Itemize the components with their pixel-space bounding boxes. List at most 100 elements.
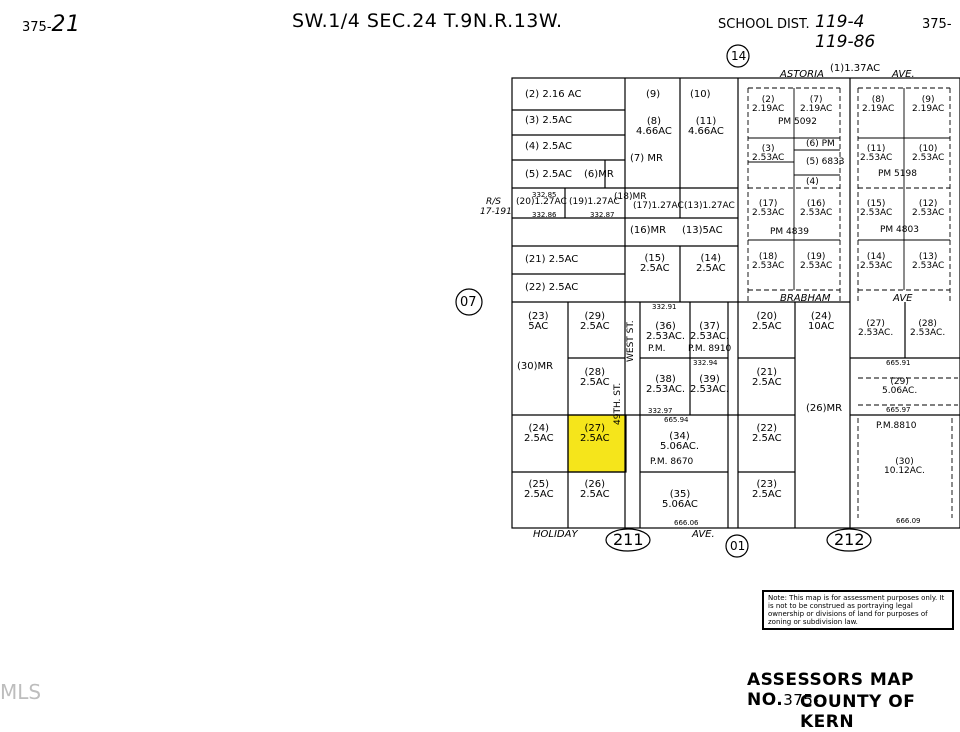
parcel-f12: (12)2.53AC [912,199,945,218]
ref-07: 07 [460,295,477,310]
mls-watermark: MLS [0,680,42,704]
parcel-18: (18)MR [614,192,647,202]
parcel-r2: (2)2.19AC [752,95,785,114]
dim-3: 332.87 [590,211,615,219]
street-west: WEST ST. [626,320,636,362]
parcel-24: (24)2.5AC [524,423,554,444]
street-holiday-ave: AVE. [692,529,715,540]
pm-8910: P.M. 8910 [688,344,732,354]
school-dist-label: SCHOOL DIST. [718,17,810,32]
parcel-f30: (30)10.12AC. [884,457,925,476]
parcel-m14: (14)2.5AC [696,253,726,274]
parcel-4: (4) 2.5AC [525,141,572,152]
parcel-r4: (4) [806,177,819,187]
street-49th: 49TH. ST. [613,382,623,425]
pm-4803: PM 4803 [880,225,919,235]
parcel-r5: (5) 6833 [806,157,845,167]
parcel-30: (30)MR [517,361,554,372]
parcel-f14: (14)2.53AC [860,252,893,271]
rs-ref: 17-191 [480,207,512,217]
pm-8670: P.M. 8670 [650,457,694,467]
ref-circle-07 [455,288,483,316]
parcel-r7: (7)2.19AC [800,95,833,114]
parcel-f8: (8)2.19AC [862,95,895,114]
parcel-f11: (11)2.53AC [860,144,893,163]
parcel-f15: (15)2.53AC [860,199,893,218]
parcel-6: (6)MR [584,169,614,180]
parcel-r18: (18)2.53AC [752,252,785,271]
parcel-r19: (19)2.53AC [800,252,833,271]
page-prefix: 375- [22,20,52,35]
school-dist-1: 119-4 [815,12,865,32]
dim-6: 332.97 [648,407,673,415]
dim-2: 332.86 [532,211,557,219]
street-holiday: HOLIDAY [533,529,578,540]
dim-9: 665.91 [886,359,911,367]
dim-11: 666.09 [896,517,921,525]
pm-8910-a: P.M. [648,344,666,354]
parcel-r16: (16)2.53AC [800,199,833,218]
ref-212: 212 [834,530,865,549]
parcel-39: (39)2.53AC. [690,374,730,395]
page-number-right: 375- [922,17,952,32]
section-boundary [511,77,960,529]
parcel-r23: (23)2.5AC [752,479,782,500]
parcel-m17: (17)1.27AC [633,201,684,211]
pm-4839: PM 4839 [770,227,809,237]
ref-01: 01 [730,539,746,553]
parcel-m10: (10) [690,89,711,100]
ref-circle-14 [726,44,750,68]
ref-circle-01 [725,534,749,558]
parcel-m15: (15)2.5AC [640,253,670,274]
pm-8810: P.M.8810 [876,421,917,431]
ref-14: 14 [731,49,747,63]
parcel-25: (25)2.5AC [524,479,554,500]
parcel-20: (20)1.27AC [516,197,567,207]
parcel-f28: (28)2.53AC. [910,319,946,338]
street-astoria: ASTORIA [780,69,824,80]
parcel-m13b: (13)5AC [682,225,723,236]
pm-5092: PM 5092 [778,117,817,127]
parcel-29: (29)2.5AC [580,311,610,332]
dim-1: 332.85 [532,191,557,199]
parcel-27-highlighted[interactable]: (27)2.5AC [580,423,610,444]
parcel-r22: (22)2.5AC [752,423,782,444]
parcel-f29: (29)5.06AC. [882,377,918,396]
parcel-35: (35)5.06AC [662,489,698,510]
parcel-34: (34)5.06AC. [660,431,700,452]
parcel-26: (26)2.5AC [580,479,610,500]
dim-4: 332.91 [652,303,677,311]
parcel-28: (28)2.5AC [580,367,610,388]
ref-211: 211 [613,530,644,549]
parcel-m8: (8)4.66AC [636,116,672,137]
parcel-r26: (26)MR [806,403,843,414]
ref-circle-212 [826,528,872,552]
parcel-r21: (21)2.5AC [752,367,782,388]
parcel-r20: (20)2.5AC [752,311,782,332]
parcel-19: (19)1.27AC [569,197,620,207]
parcel-5: (5) 2.5AC [525,169,572,180]
county-label: COUNTY OF KERN [800,692,916,732]
parcel-r3: (3)2.53AC [752,144,785,163]
street-brabham-ave: AVE [893,293,913,304]
parcel-r6: (6) PM [806,139,835,149]
parcel-f10: (10)2.53AC [912,144,945,163]
parcel-37: (37)2.53AC. [690,321,730,342]
parcel-f9: (9)2.19AC [912,95,945,114]
parcel-m13a: (13)1.27AC [684,201,735,211]
parcel-21: (21) 2.5AC [525,254,579,265]
parcel-m11: (11)4.66AC [688,116,724,137]
rs-label: R/S [486,197,501,207]
parcel-r1: (1)1.37AC [830,63,881,74]
school-dist-2: 119-86 [815,32,876,52]
parcel-3: (3) 2.5AC [525,115,572,126]
parcel-22: (22) 2.5AC [525,282,579,293]
dim-8: 666.06 [674,519,699,527]
parcel-36: (36)2.53AC. [646,321,686,342]
assessment-note: Note: This map is for assessment purpose… [762,590,954,630]
page-number-left: 375-21 [22,14,81,36]
pm-5198: PM 5198 [878,169,917,179]
dim-10: 665.97 [886,406,911,414]
parcel-r17: (17)2.53AC [752,199,785,218]
